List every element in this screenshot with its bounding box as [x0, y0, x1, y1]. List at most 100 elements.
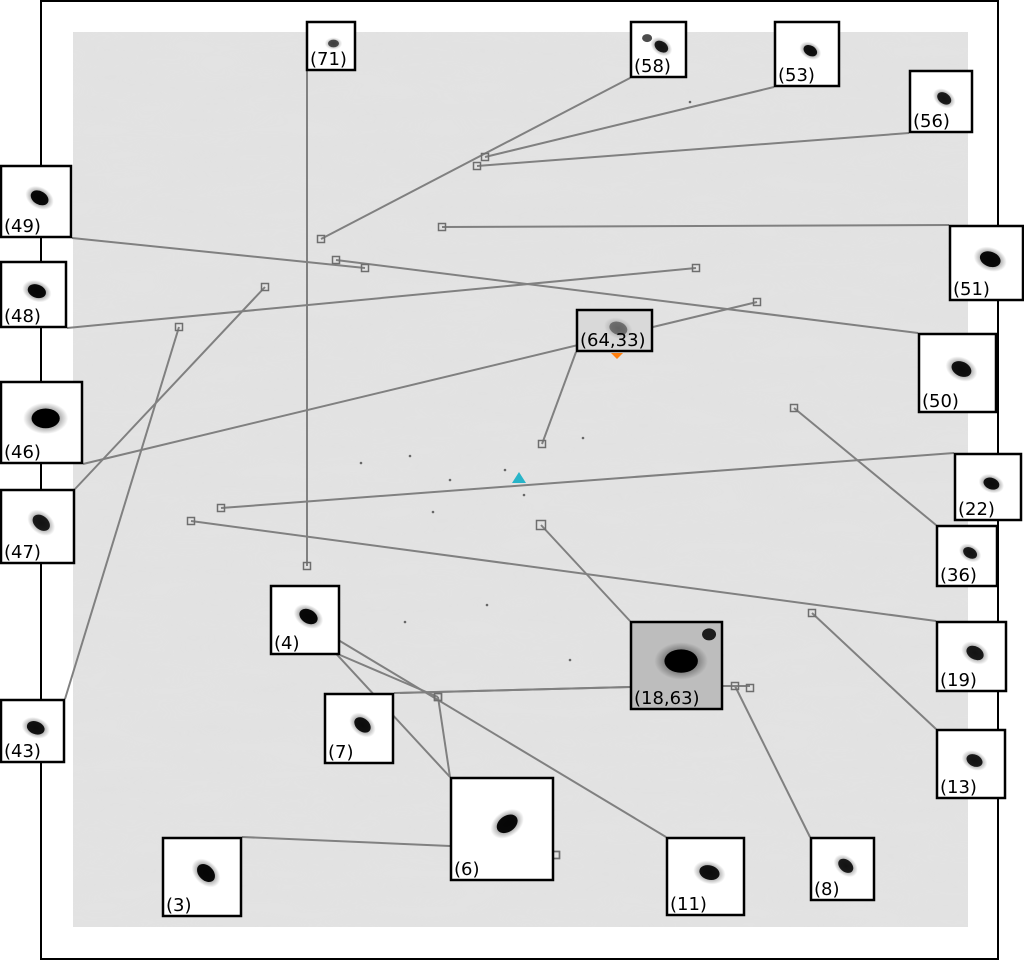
connector-line-c47: [74, 286, 266, 490]
sky-speck: [403, 620, 407, 624]
sky-speck: [568, 658, 572, 662]
connector-line-c53: [484, 86, 775, 158]
cutout-border: [917, 332, 998, 414]
cutout-label-c49: (49): [4, 216, 41, 237]
source-marker-c71: [302, 561, 312, 571]
source-marker-c43: [174, 322, 184, 332]
source-marker-c51: [437, 222, 447, 232]
sky-speck: [485, 603, 489, 607]
cutout-c50: [917, 332, 998, 414]
cutout-border: [0, 380, 84, 465]
cutout-border: [773, 20, 841, 88]
cutout-label-c18_63: (18,63): [634, 688, 700, 709]
source-marker-c13: [807, 608, 817, 618]
cutout-c11: [665, 836, 746, 917]
connector-line-c8: [734, 685, 811, 838]
cutout-border: [935, 728, 1007, 800]
source-marker-c36: [789, 403, 799, 413]
cutout-border: [269, 584, 341, 656]
cutout-label-c46: (46): [4, 442, 41, 463]
cutout-label-c47: (47): [4, 542, 41, 563]
cutout-border: [629, 620, 724, 711]
sky-speck: [688, 100, 692, 104]
connector-line-c58: [320, 77, 631, 240]
cutout-c36: [935, 524, 999, 588]
cutout-border: [948, 224, 1024, 302]
source-marker-c22: [216, 503, 226, 513]
cutout-border: [0, 488, 76, 565]
source-marker-c18_63: [535, 519, 547, 531]
star-core: [496, 814, 518, 834]
cutout-label-c71: (71): [310, 49, 347, 70]
connector-line-c50: [335, 259, 919, 334]
cutout-c6: [449, 776, 555, 882]
sky-speck: [431, 510, 435, 514]
cutout-border: [953, 452, 1023, 522]
sky-speck: [503, 468, 507, 472]
connector-line-c56: [476, 132, 910, 167]
connector-line-extra: [437, 696, 451, 778]
connector-line-c43: [64, 326, 180, 700]
cutout-label-c58: (58): [634, 56, 671, 77]
star-halo: [604, 317, 633, 340]
cutout-label-c6: (6): [454, 859, 480, 880]
cutout-c46: [0, 380, 84, 465]
cutout-label-c48: (48): [4, 306, 41, 327]
source-marker-c53: [480, 152, 490, 162]
cutout-label-c7: (7): [328, 742, 354, 763]
triangle-icon: [512, 472, 526, 483]
cutout-label-c22: (22): [958, 499, 995, 520]
cutout-c8: [809, 836, 876, 902]
source-marker-c64_33: [537, 439, 547, 449]
cutout-border: [323, 692, 395, 765]
connector-line-c49: [71, 237, 366, 269]
cutout-border: [935, 620, 1008, 693]
cutout-c58: [629, 20, 688, 79]
star-core: [963, 547, 978, 559]
connector-line-c36: [793, 407, 937, 526]
sky-speck: [581, 436, 585, 440]
cutout-c19: [935, 620, 1008, 693]
cutout-c3: [161, 836, 243, 918]
star-core-secondary: [702, 628, 717, 641]
cutout-border: [0, 164, 73, 239]
cutout-c51: [948, 224, 1024, 302]
cutout-c43: [0, 698, 66, 764]
source-marker-c50: [331, 255, 341, 265]
star-core: [966, 645, 984, 661]
star-core: [838, 858, 854, 873]
star-core-secondary: [642, 34, 653, 43]
cutout-c56: [908, 69, 974, 134]
star-core: [979, 251, 1001, 268]
cutout-label-c51: (51): [953, 279, 990, 300]
cutout-c47: [0, 488, 76, 565]
cutout-c4: [269, 584, 341, 656]
connector-line-extra: [399, 686, 631, 694]
cutout-border: [629, 20, 688, 79]
cutout-c71: [305, 20, 357, 72]
source-marker-c49: [360, 263, 370, 273]
star-core: [937, 92, 952, 105]
cutout-c7: [323, 692, 395, 765]
source-marker-c11: [730, 681, 740, 691]
connector-line-c11: [304, 619, 667, 838]
star-core: [966, 754, 983, 767]
sky-speck: [448, 478, 452, 482]
source-marker-c48: [691, 263, 701, 273]
cutout-border: [0, 260, 68, 329]
cutout-border: [0, 698, 66, 764]
connector-line-c13: [811, 612, 937, 730]
cutout-label-c36: (36): [940, 565, 977, 586]
cutout-label-c53: (53): [778, 65, 815, 86]
cutout-label-c19: (19): [940, 670, 977, 691]
connector-line-c3: [241, 836, 451, 847]
cutout-c18_63: [629, 620, 724, 711]
cutout-border: [575, 308, 654, 353]
cutout-border: [449, 776, 555, 882]
source-marker-c58: [316, 234, 326, 244]
cutout-label-c64_33: (64,33): [580, 330, 646, 351]
source-marker-c8: [745, 683, 755, 693]
star-core: [354, 717, 371, 733]
cutout-label-c11: (11): [670, 894, 707, 915]
cutout-c49: [0, 164, 73, 239]
